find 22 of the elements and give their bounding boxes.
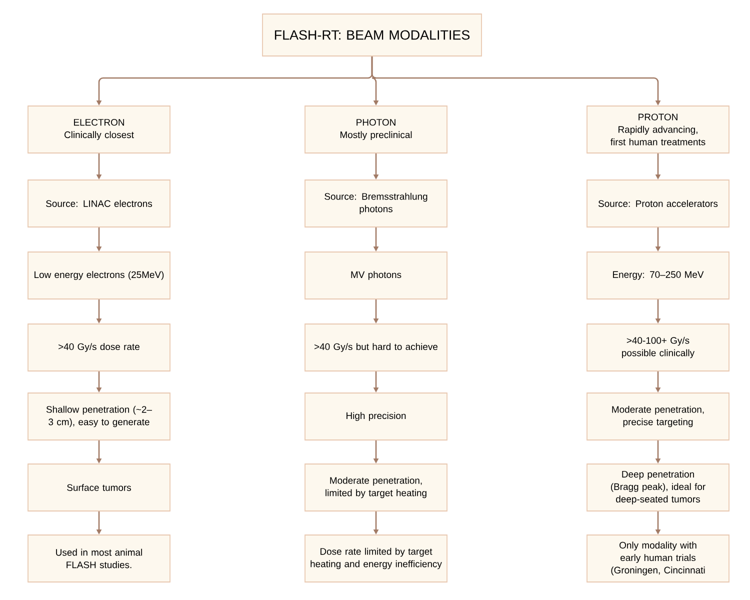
process-box: Source: LINAC electrons xyxy=(28,180,170,228)
process-box: Energy: 70–250 MeV xyxy=(586,252,730,300)
process-box: >40-100+ Gy/s possible clinically xyxy=(586,324,730,372)
process-box: >40 Gy/s dose rate xyxy=(28,324,170,372)
process-box: Used in most animal FLASH studies. xyxy=(28,534,170,582)
process-box: Dose rate limited by target heating and energy inefficiency xyxy=(304,534,448,582)
process-box: Only modality with early human trials (Groningen, Cincinnati xyxy=(586,534,730,582)
process-box: Deep penetration (Bragg peak), ideal for deep-seated tumors xyxy=(586,464,730,512)
process-box: Source: Proton accelerators xyxy=(586,180,730,228)
process-box: Shallow penetration (~2–3 cm), easy to generate xyxy=(28,392,170,440)
process-box: High precision xyxy=(304,392,448,440)
process-box: Surface tumors xyxy=(28,464,170,512)
category-box: ELECTRON Clinically closest xyxy=(28,106,170,154)
title-box: FLASH-RT: BEAM MODALITIES xyxy=(262,14,482,56)
process-box: Moderate penetration, limited by target heating xyxy=(304,464,448,512)
process-box: >40 Gy/s but hard to achieve xyxy=(304,324,448,372)
process-box: Low energy electrons (25MeV) xyxy=(28,252,170,300)
category-box: PROTON Rapidly advancing, first human treatments xyxy=(586,106,730,154)
process-box: Moderate penetration, precise targeting xyxy=(586,392,730,440)
process-box: MV photons xyxy=(304,252,448,300)
process-box: Source: Bremsstrahlung photons xyxy=(304,180,448,228)
category-box: PHOTON Mostly preclinical xyxy=(304,106,448,154)
